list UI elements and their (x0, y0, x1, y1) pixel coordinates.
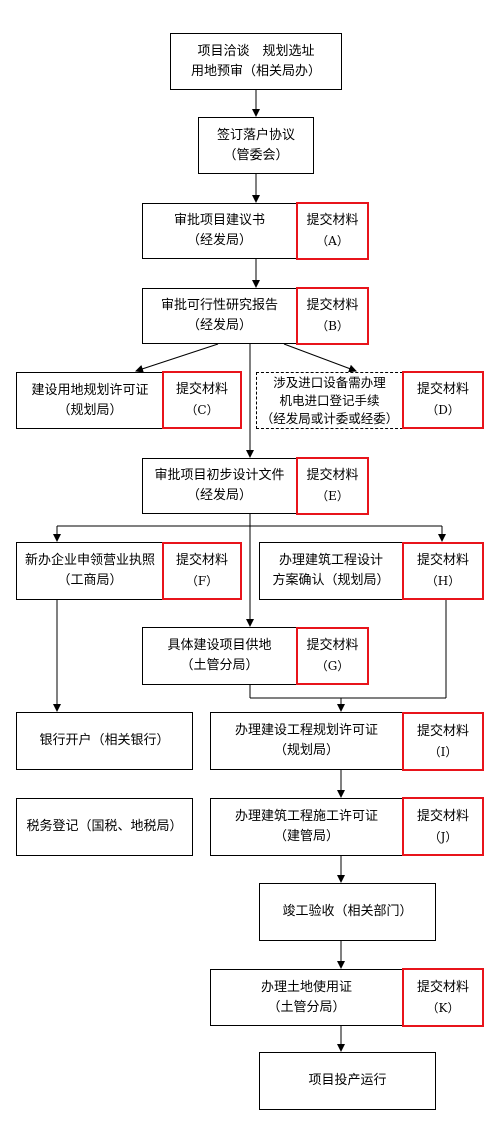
material-code: （C） (185, 403, 219, 417)
material-label: 提交材料 (306, 298, 359, 313)
step-land-planning-permit: 建设用地规划许可证 （规划局） (16, 372, 164, 429)
step-line: 审批项目建议书 (173, 213, 265, 228)
step-line: （土管分局） (180, 658, 259, 673)
material-code: （A） (316, 234, 349, 248)
step-line: 办理建筑工程施工许可证 (234, 809, 378, 824)
step-line: （土管分局） (267, 999, 346, 1015)
step-bank-account: 银行开户（相关银行） (16, 712, 193, 770)
step-construction-planning-permit: 办理建设工程规划许可证 （规划局） (210, 712, 403, 770)
material-box-b: 提交材料 （B） (296, 287, 369, 345)
step-line: 新办企业申领营业执照 (24, 553, 155, 568)
material-label: 提交材料 (416, 979, 469, 995)
step-production-operation: 项目投产运行 (259, 1052, 436, 1110)
step-line: （经发局） (186, 318, 252, 333)
material-label: 提交材料 (306, 213, 359, 228)
step-land-use-certificate: 办理土地使用证 （土管分局） (210, 969, 403, 1026)
material-label: 提交材料 (416, 553, 469, 568)
step-line: （规划局） (57, 402, 123, 418)
step-line: 办理土地使用证 (260, 979, 352, 995)
material-code: （F） (185, 574, 219, 588)
step-preliminary-design: 审批项目初步设计文件 （经发局） (142, 458, 297, 514)
material-label: 提交材料 (175, 382, 228, 397)
material-code: （G） (315, 659, 350, 673)
step-line: （管委会） (223, 147, 289, 163)
material-label: 提交材料 (416, 382, 469, 397)
material-code: （K） (426, 1000, 460, 1015)
material-box-f: 提交材料 （F） (162, 542, 242, 600)
material-box-g: 提交材料 （G） (296, 627, 369, 685)
step-business-license: 新办企业申领营业执照 （工商局） (16, 542, 164, 600)
step-architectural-design-confirmation: 办理建筑工程设计 方案确认（规划局） (259, 542, 403, 600)
step-line: 用地预审（相关局办） (190, 63, 321, 79)
step-line: 建设用地规划许可证 (31, 382, 149, 398)
material-box-h: 提交材料 （H） (402, 542, 484, 600)
step-tax-registration: 税务登记（国税、地税局） (16, 798, 193, 856)
material-label: 提交材料 (306, 638, 359, 653)
material-box-d: 提交材料 （D） (402, 371, 484, 429)
material-code: （I） (428, 744, 458, 759)
step-line: 项目洽谈 规划选址 (197, 43, 315, 59)
step-line: 办理建设工程规划许可证 (234, 723, 378, 738)
step-line: 涉及进口设备需办理 (273, 374, 386, 390)
material-box-e: 提交材料 （E） (296, 457, 369, 515)
material-box-k: 提交材料 （K） (402, 968, 484, 1027)
step-line: （经发局或计委或经委） (260, 410, 399, 426)
step-line: （工商局） (57, 573, 123, 588)
step-line: （建管局） (273, 829, 339, 844)
step-line: 审批可行性研究报告 (160, 298, 278, 313)
material-box-c: 提交材料 （C） (162, 371, 242, 429)
step-feasibility-report: 审批可行性研究报告 （经发局） (142, 288, 297, 344)
material-code: （B） (316, 319, 349, 333)
step-line: 方案确认（规划局） (272, 573, 390, 588)
step-project-negotiation: 项目洽谈 规划选址 用地预审（相关局办） (170, 33, 342, 90)
step-line: （规划局） (273, 743, 339, 758)
material-code: （D） (426, 403, 460, 417)
arrow-s4-s6 (283, 343, 357, 373)
step-line: （经发局） (186, 233, 252, 248)
material-code: （J） (428, 829, 458, 844)
step-settlement-agreement: 签订落户协议 （管委会） (198, 117, 314, 174)
step-line: 机电进口登记手续 (279, 392, 380, 408)
step-line: 具体建设项目供地 (167, 638, 272, 653)
step-line: 银行开户（相关银行） (39, 733, 170, 748)
step-import-equipment-registration: 涉及进口设备需办理 机电进口登记手续 （经发局或计委或经委） (256, 372, 403, 429)
step-line: 办理建筑工程设计 (278, 553, 383, 568)
step-line: 项目投产运行 (308, 1073, 387, 1088)
step-completion-acceptance: 竣工验收（相关部门） (259, 883, 436, 941)
material-code: （E） (316, 489, 349, 503)
step-line: 税务登记（国税、地税局） (26, 819, 183, 834)
material-label: 提交材料 (175, 553, 228, 568)
step-land-supply: 具体建设项目供地 （土管分局） (142, 627, 297, 685)
step-line: 签订落户协议 (216, 127, 295, 143)
material-label: 提交材料 (416, 723, 469, 739)
material-box-i: 提交材料 （I） (402, 712, 484, 771)
step-line: （经发局） (186, 488, 252, 503)
step-line: 竣工验收（相关部门） (282, 904, 413, 919)
material-label: 提交材料 (306, 468, 359, 483)
material-box-a: 提交材料 （A） (296, 202, 369, 260)
material-code: （H） (425, 574, 461, 588)
material-label: 提交材料 (416, 808, 469, 824)
step-line: 审批项目初步设计文件 (154, 468, 285, 483)
step-construction-permit: 办理建筑工程施工许可证 （建管局） (210, 798, 403, 856)
material-box-j: 提交材料 （J） (402, 797, 484, 856)
arrow-s4-s5 (135, 343, 219, 373)
step-project-proposal: 审批项目建议书 （经发局） (142, 203, 297, 259)
